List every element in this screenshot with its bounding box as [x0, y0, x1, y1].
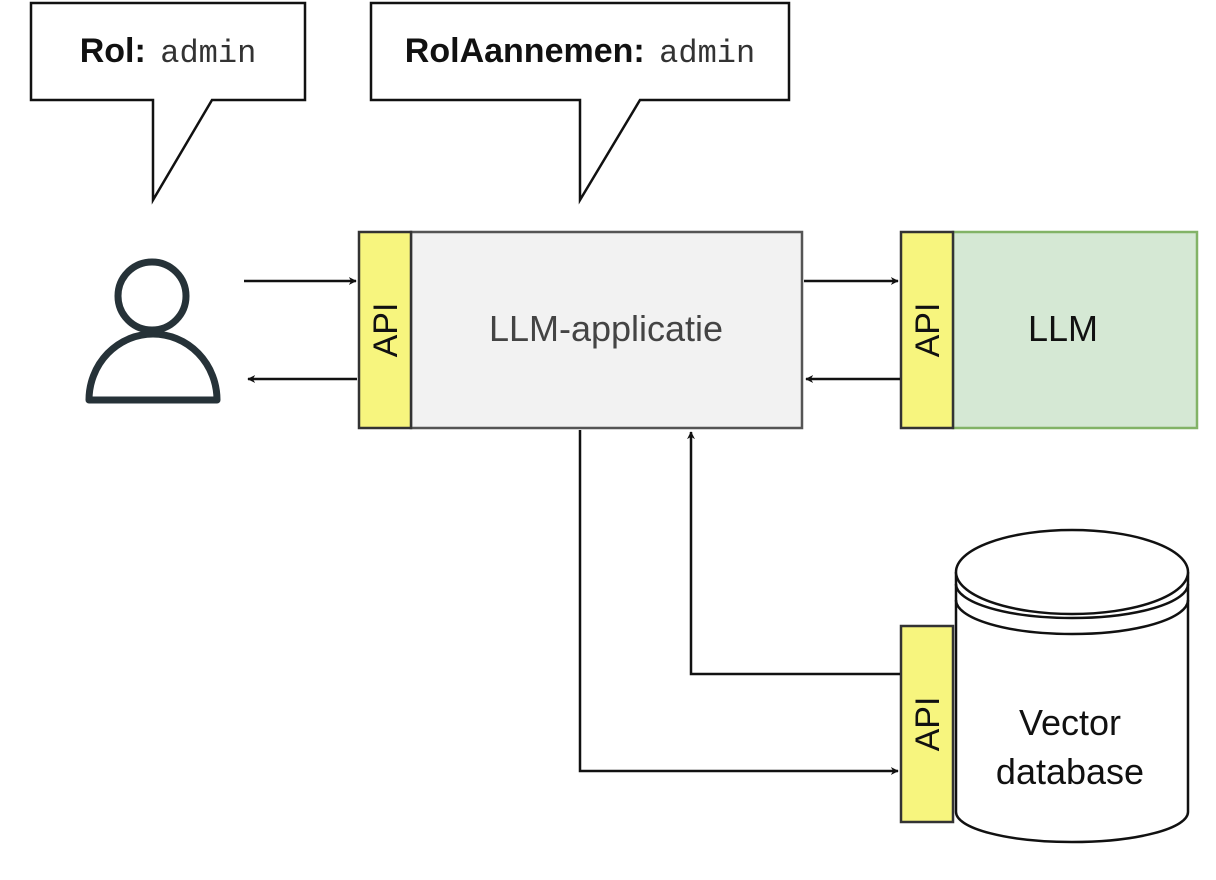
- llm-application-block: LLM-applicatie: [409, 230, 804, 430]
- api-label-llm-application: API: [367, 303, 405, 358]
- vector-database-label-line1: Vector: [1019, 702, 1121, 743]
- arrow-vector-database-to-app: [687, 431, 900, 676]
- svg-text:RolAannemen: admin: RolAannemen: admin: [405, 32, 755, 72]
- api-label-llm: API: [909, 303, 947, 358]
- api-port-llm: API: [899, 230, 955, 430]
- callout-role-assume: RolAannemen: admin: [369, 1, 791, 205]
- connectors: [244, 277, 900, 775]
- api-port-vector-database: API: [899, 624, 955, 824]
- llm-application-label: LLM-applicatie: [489, 308, 723, 349]
- arrow-app-to-vector-database: [578, 430, 899, 775]
- llm-block: LLM: [951, 230, 1199, 430]
- api-label-vector-database: API: [909, 697, 947, 752]
- llm-label: LLM: [1028, 308, 1098, 349]
- callout-role-assume-value: admin: [659, 35, 755, 72]
- api-port-llm-application: API: [357, 230, 413, 430]
- svg-text:Rol: admin: Rol: admin: [80, 32, 257, 72]
- vector-database-label-line2: database: [996, 751, 1144, 792]
- callout-role: Rol: admin: [29, 1, 307, 205]
- callout-role-key: Rol:: [80, 32, 146, 70]
- callout-role-value: admin: [160, 35, 256, 72]
- callout-role-assume-key: RolAannemen:: [405, 32, 645, 70]
- person-outline-icon: [85, 258, 221, 404]
- vector-database-cylinder: Vector database: [954, 528, 1190, 844]
